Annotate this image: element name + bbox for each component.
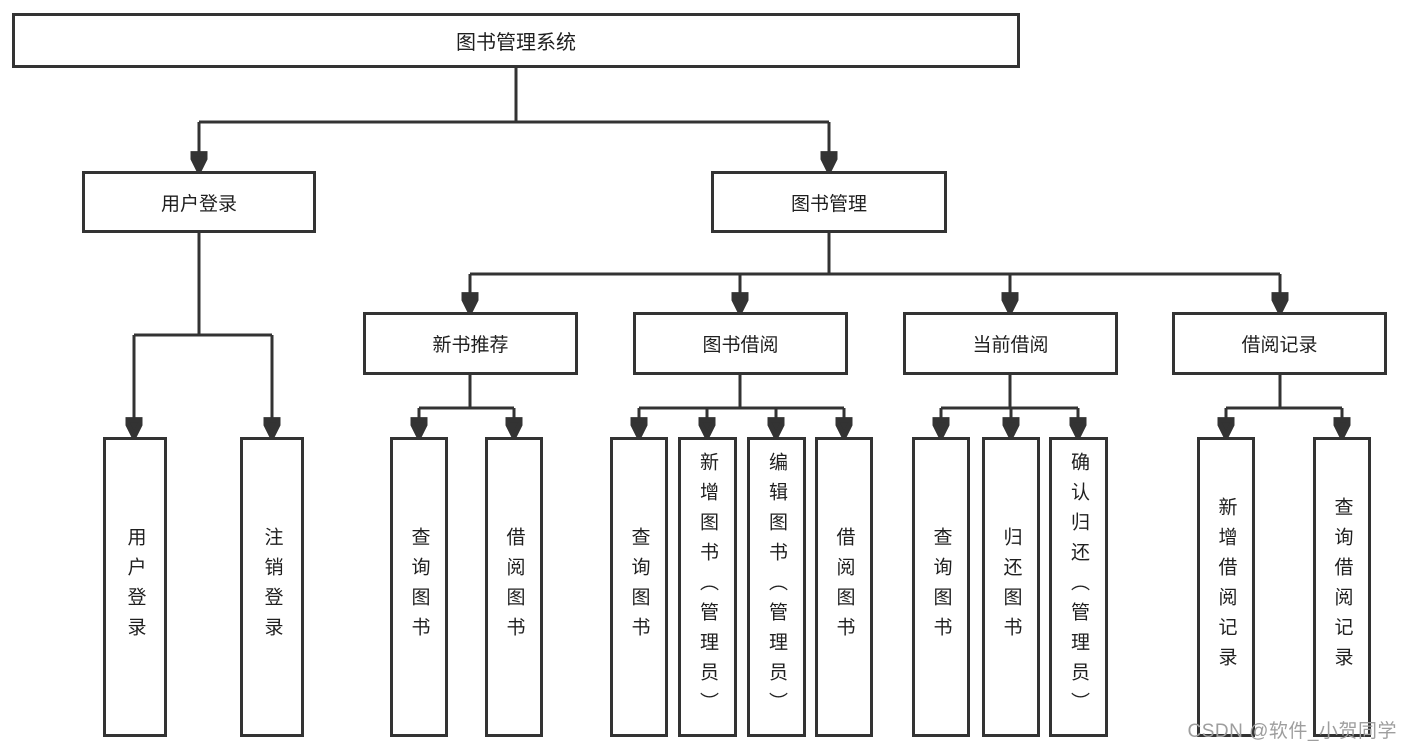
leaf-query-books: 查询图书 [912,437,970,737]
node-current-borrowing: 当前借阅 [903,312,1118,375]
leaf-return-books: 归还图书 [982,437,1040,737]
node-user-login: 用户登录 [82,171,316,233]
leaf-edit-books-admin: 编辑图书（管理员） [747,437,806,737]
leaf-add-borrow-record: 新增借阅记录 [1197,437,1255,737]
leaf-logout: 注销登录 [240,437,304,737]
leaf-user-login: 用户登录 [103,437,167,737]
leaf-add-books-admin: 新增图书（管理员） [678,437,737,737]
leaf-label: 新增借阅记录 [1215,497,1237,677]
leaf-label: 新增图书（管理员） [697,452,718,722]
csdn-watermark: CSDN @软件_小贺同学 [1187,721,1397,742]
leaf-borrow-books: 借阅图书 [485,437,543,737]
leaf-query-borrow-record: 查询借阅记录 [1313,437,1371,737]
leaf-label: 借阅图书 [833,527,855,647]
node-book-management: 图书管理 [711,171,947,233]
leaf-label: 查询借阅记录 [1331,497,1353,677]
leaf-label: 归还图书 [1000,527,1022,647]
leaf-query-books: 查询图书 [610,437,668,737]
node-borrowing-records: 借阅记录 [1172,312,1387,375]
node-book-borrowing: 图书借阅 [633,312,848,375]
leaf-label: 编辑图书（管理员） [766,452,787,722]
leaf-label: 用户登录 [124,527,146,647]
leaf-confirm-return-admin: 确认归还（管理员） [1049,437,1108,737]
leaf-query-books: 查询图书 [390,437,448,737]
leaf-borrow-books: 借阅图书 [815,437,873,737]
leaf-label: 查询图书 [930,527,952,647]
leaf-label: 确认归还（管理员） [1068,452,1089,722]
leaf-label: 注销登录 [261,527,283,647]
leaf-label: 借阅图书 [503,527,525,647]
node-new-book-recommendation: 新书推荐 [363,312,578,375]
leaf-label: 查询图书 [628,527,650,647]
leaf-label: 查询图书 [408,527,430,647]
node-root: 图书管理系统 [12,13,1020,68]
